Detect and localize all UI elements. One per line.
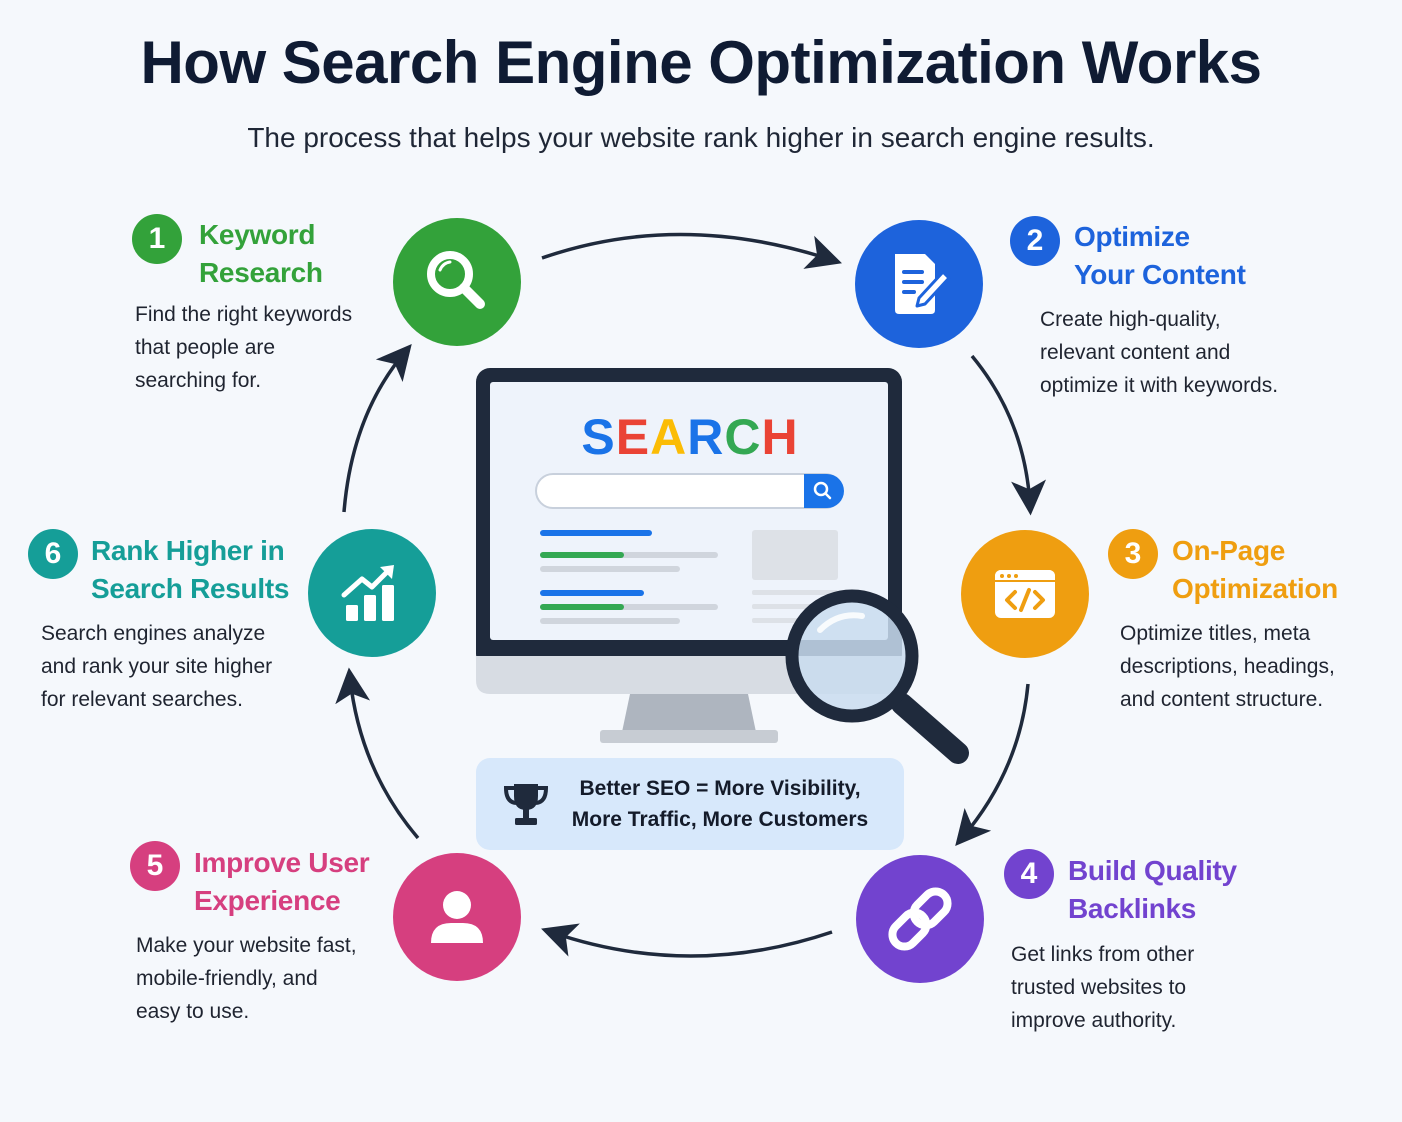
step-6-desc-line: for relevant searches. [41, 688, 243, 711]
step-3-desc-line: descriptions, headings, [1120, 655, 1335, 678]
step-1-desc-line: Find the right keywords [135, 303, 353, 326]
step-1-title-line-2: Research [199, 257, 323, 288]
step-5-icon-circle [393, 853, 521, 981]
step-4-desc-line: trusted websites to [1011, 976, 1187, 999]
step-6-title-line-2: Search Results [91, 573, 290, 604]
step-1-desc-line: that people are [135, 336, 276, 359]
chain-link-icon [888, 887, 952, 951]
page-subtitle: The process that helps your website rank… [247, 122, 1155, 153]
step-2-desc-line: relevant content and [1040, 341, 1231, 364]
step-4-description: Get links from other trusted websites to… [1011, 938, 1194, 1037]
step-3-desc-line: and content structure. [1120, 688, 1324, 711]
arrow-5-to-6 [335, 667, 420, 840]
step-1-title: Keyword Research [199, 216, 323, 292]
search-letter: H [761, 409, 799, 465]
growth-chart-icon [341, 565, 394, 621]
step-4-number: 4 [1004, 849, 1054, 899]
step-5-desc-line: easy to use. [136, 1000, 250, 1023]
step-3-title: On-Page Optimization [1172, 532, 1338, 608]
step-5-desc-line: mobile-friendly, and [136, 967, 318, 990]
search-letter: A [650, 409, 688, 465]
step-2-icon-circle [855, 220, 983, 348]
step-6-icon-circle [308, 529, 436, 657]
step-1-desc-line: searching for. [135, 369, 262, 392]
search-letter: S [581, 409, 616, 465]
magnifier-icon [427, 251, 485, 309]
arrow-2-to-3 [970, 354, 1047, 516]
arrow-4-to-5 [541, 923, 833, 958]
step-6-title-line-1: Rank Higher in [91, 535, 285, 566]
search-letter: E [615, 409, 651, 465]
step-6-description: Search engines analyze and rank your sit… [41, 617, 272, 716]
step-2-number: 2 [1010, 216, 1060, 266]
document-pencil-icon [895, 254, 951, 314]
step-3-desc-line: Optimize titles, meta [1120, 622, 1311, 645]
step-3-title-line-1: On-Page [1172, 535, 1286, 566]
step-4-title: Build Quality Backlinks [1068, 852, 1237, 928]
step-3-title-line-2: Optimization [1172, 573, 1338, 604]
step-3-description: Optimize titles, meta descriptions, head… [1120, 617, 1335, 716]
step-6-desc-line: and rank your site higher [41, 655, 273, 678]
step-4-desc-line: Get links from other [1011, 943, 1195, 966]
step-2-description: Create high-quality, relevant content an… [1040, 303, 1278, 402]
seo-benefit-banner: Better SEO = More Visibility, More Traff… [476, 758, 904, 850]
step-2-title: Optimize Your Content [1074, 218, 1246, 294]
arrow-6-to-1 [342, 343, 412, 513]
step-1-icon-circle [393, 218, 521, 346]
step-5-title-line-2: Experience [194, 885, 341, 916]
banner-line-2: More Traffic, More Customers [571, 808, 869, 831]
arrow-1-to-2 [541, 232, 842, 269]
step-5-number: 5 [130, 841, 180, 891]
step-6-title: Rank Higher in Search Results [91, 532, 289, 608]
arrow-3-to-4 [955, 683, 1030, 846]
step-4-title-line-1: Build Quality [1068, 855, 1237, 886]
search-wordmark: SEARCH [490, 408, 890, 466]
step-3-icon-circle [961, 530, 1089, 658]
banner-line-1: Better SEO = More Visibility, [579, 777, 861, 800]
page-title: How Search Engine Optimization Works [140, 29, 1262, 96]
step-6-number: 6 [28, 529, 78, 579]
trophy-icon [503, 784, 549, 825]
search-letter: C [724, 409, 762, 465]
step-2-title-line-2: Your Content [1074, 259, 1246, 290]
code-window-icon [995, 570, 1055, 618]
step-4-title-line-2: Backlinks [1068, 893, 1197, 924]
step-4-icon-circle [856, 855, 984, 983]
step-5-title: Improve User Experience [194, 844, 370, 920]
step-1-number: 1 [132, 214, 182, 264]
step-2-desc-line: optimize it with keywords. [1040, 374, 1279, 397]
step-5-description: Make your website fast, mobile-friendly,… [136, 929, 357, 1028]
step-5-title-line-1: Improve User [194, 847, 370, 878]
step-3-number: 3 [1108, 529, 1158, 579]
user-icon [431, 891, 483, 943]
search-letter: R [687, 409, 725, 465]
monitor-illustration [476, 368, 969, 764]
step-1-description: Find the right keywords that people are … [135, 298, 352, 397]
step-1-title-line-1: Keyword [199, 219, 316, 250]
step-6-desc-line: Search engines analyze [41, 622, 266, 645]
step-2-desc-line: Create high-quality, [1040, 308, 1221, 331]
step-4-desc-line: improve authority. [1011, 1009, 1177, 1032]
step-5-desc-line: Make your website fast, [136, 934, 357, 957]
step-2-title-line-1: Optimize [1074, 221, 1190, 252]
